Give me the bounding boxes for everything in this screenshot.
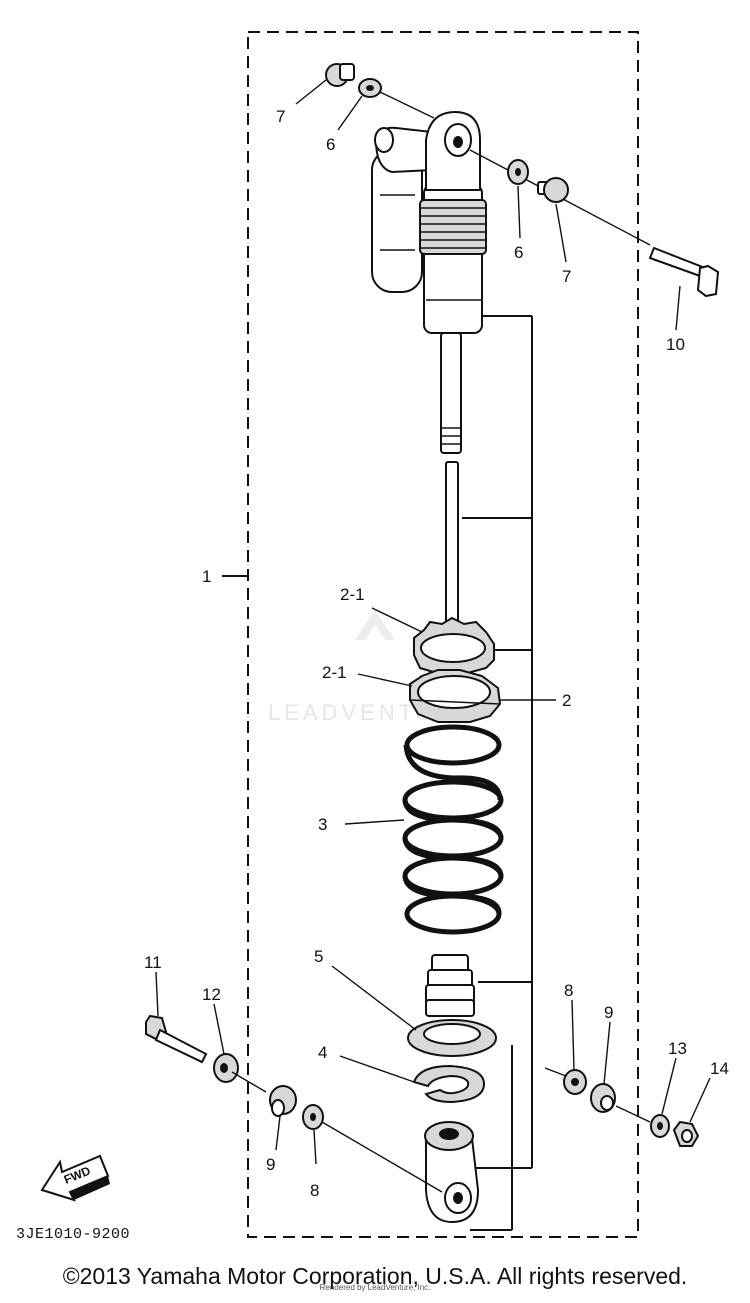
callout-6-top-right: 6 [514, 243, 523, 262]
collar-9-left [269, 1085, 297, 1117]
collar-7-top-left [325, 63, 355, 87]
callout-14: 14 [710, 1059, 729, 1078]
bearing-6-top-left [358, 78, 382, 98]
callout-12: 12 [202, 985, 221, 1004]
callout-3: 3 [318, 815, 327, 834]
callout-13: 13 [668, 1039, 687, 1058]
axis-line-top [379, 91, 435, 119]
callout-2: 2 [562, 691, 571, 710]
callout-7-top-left: 7 [276, 107, 285, 126]
bearing-8-left [302, 1104, 324, 1130]
axis-line-bottom-left [231, 1071, 267, 1093]
axis-line-bottom-right-a [544, 1067, 567, 1077]
callout-2-1-upper: 2-1 [340, 585, 365, 604]
adjuster-ring-upper [413, 616, 495, 675]
callout-6-top-left: 6 [326, 135, 335, 154]
collar-9-right [590, 1083, 616, 1113]
bolt-10 [648, 246, 720, 298]
callout-5: 5 [314, 947, 323, 966]
fwd-arrow-icon: FWD [40, 1154, 110, 1202]
lower-clevis [424, 1121, 480, 1224]
bearing-8-right [563, 1069, 587, 1095]
washer-13 [650, 1114, 670, 1138]
callout-8-left: 8 [310, 1181, 319, 1200]
callout-8-right: 8 [564, 981, 573, 1000]
callout-11: 11 [144, 953, 162, 972]
spring-guide [407, 1019, 497, 1057]
callout-2-1-lower: 2-1 [322, 663, 347, 682]
group-bracket [462, 315, 533, 1231]
washer-12 [213, 1053, 239, 1083]
rendered-by-notice: Rendered by LeadVenture, Inc. [320, 1283, 431, 1292]
bump-stopper [425, 954, 475, 1017]
axis-line-bottom-mid [321, 1121, 443, 1193]
part-code: 3JE1010-9200 [16, 1226, 130, 1243]
callout-numbers: 7 6 6 7 10 1 2-1 2-1 2 3 5 4 11 12 9 8 8… [144, 107, 729, 1200]
nut-14 [672, 1120, 700, 1147]
adjuster-ring-lower [409, 669, 502, 723]
callout-7-top-right: 7 [562, 267, 571, 286]
callout-9-left: 9 [266, 1155, 275, 1174]
copyright-notice: ©2013 Yamaha Motor Corporation, U.S.A. A… [63, 1263, 688, 1289]
callout-4: 4 [318, 1043, 327, 1062]
leader-lines [155, 79, 711, 1165]
collar-7-top-right [537, 177, 569, 203]
callout-10: 10 [666, 335, 685, 354]
axis-line-bottom-right-b [615, 1105, 651, 1123]
coil-spring [402, 724, 504, 935]
callout-1: 1 [202, 567, 211, 586]
callout-9-right: 9 [604, 1003, 613, 1022]
bearing-6-top-right [507, 159, 529, 185]
assembly-boundary [247, 31, 639, 1238]
shock-absorber-body [371, 110, 487, 645]
bolt-11 [145, 1014, 208, 1064]
spring-stopper [412, 1064, 486, 1104]
